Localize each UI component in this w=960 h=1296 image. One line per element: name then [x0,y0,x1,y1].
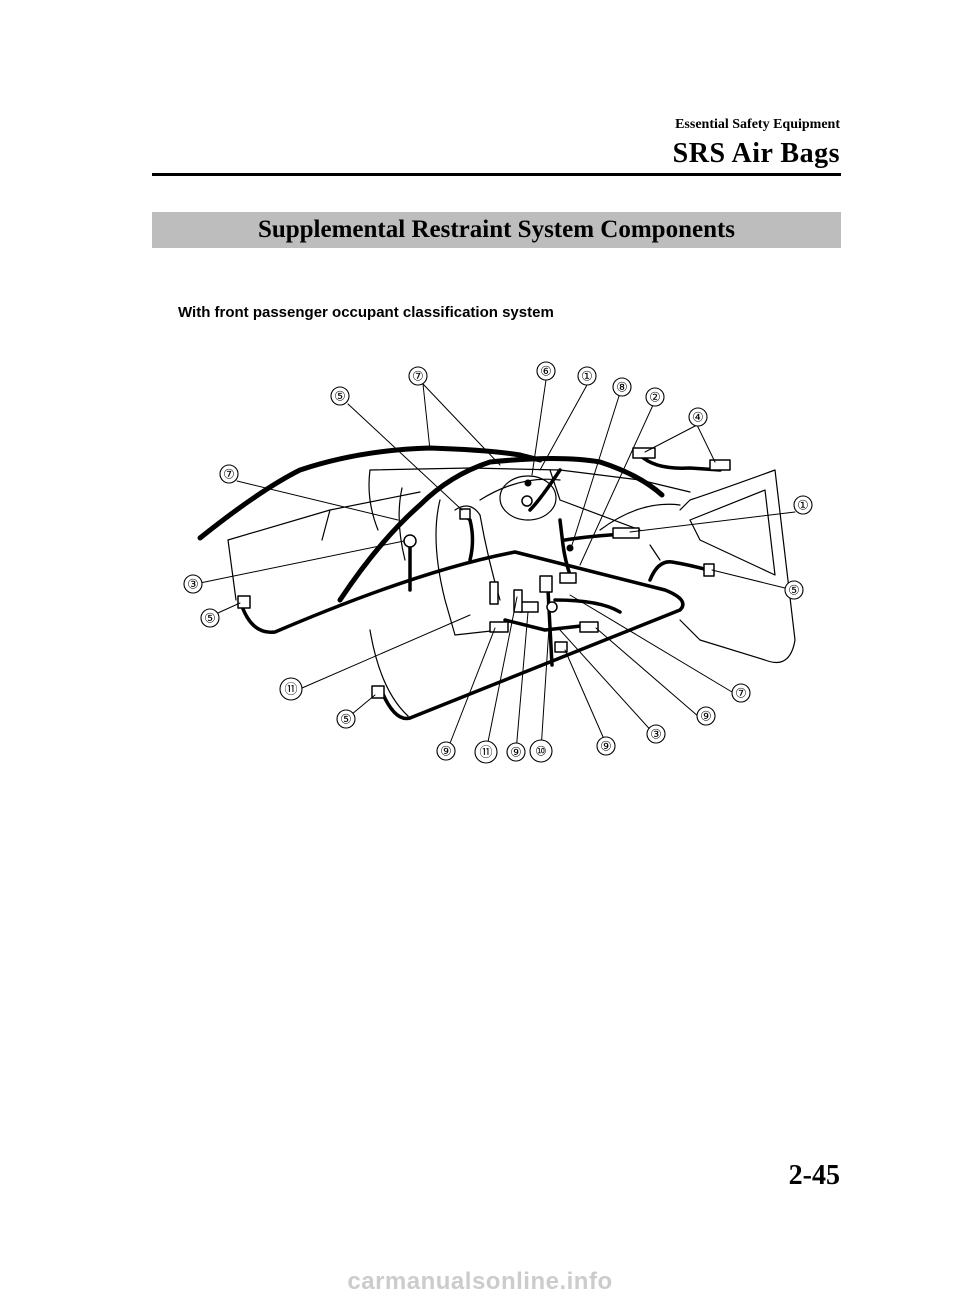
callout-label: ③ [187,577,199,592]
callout-10: ⑩ [529,739,553,763]
callout-label: ⑨ [600,739,612,754]
callout-3-left: ③ [183,574,203,594]
callout-label: ② [649,390,661,405]
footer-watermark: carmanualsonline.info [347,1268,613,1295]
callout-5-left: ⑤ [200,608,220,628]
chapter-title: SRS Air Bags [672,138,840,169]
header-rule [152,173,841,176]
page-number: 2-45 [788,1160,840,1191]
section-title: Essential Safety Equipment [675,117,840,132]
callout-label: ① [797,498,809,513]
callout-3-bottom: ③ [646,724,666,744]
callout-5-top: ⑤ [330,386,350,406]
section-heading-band: Supplemental Restraint System Components [152,212,841,248]
callout-label: ⑤ [334,389,346,404]
callout-7-left: ⑦ [219,464,239,484]
callout-1-top: ① [577,366,597,386]
callout-label: ① [581,369,593,384]
callout-label: ⑦ [735,686,747,701]
section-heading: Supplemental Restraint System Components [257,216,736,243]
callout-8: ⑧ [612,377,632,397]
callout-label: ⑨ [510,745,522,760]
callout-1-right: ① [793,495,813,515]
callout-label: ⑨ [440,744,452,759]
callout-9-bottom-2: ⑨ [506,742,526,762]
callout-label: ⑨ [700,709,712,724]
callout-2: ② [645,387,665,407]
callout-7-right: ⑦ [731,683,751,703]
callout-label: ⑪ [284,682,297,697]
callout-11-bottom: ⑪ [474,740,498,764]
callout-4: ④ [688,407,708,427]
callout-5-bottom: ⑤ [336,709,356,729]
callout-6: ⑥ [536,361,556,381]
srs-components-diagram: ⑦ ⑥ ① ⑤ ⑧ ② ④ ⑦ ① ③ ⑤ ⑤ ⑪ ⑦ ⑤ ⑨ ③ ⑨ ⑪ ⑨ … [183,361,813,764]
figure-caption: With front passenger occupant classifica… [178,304,554,321]
callout-7-top: ⑦ [408,366,428,386]
callout-9-bottom-3: ⑨ [436,741,456,761]
callout-label: ⑧ [616,380,628,395]
callout-9-bottom-1: ⑨ [596,736,616,756]
callout-9-right: ⑨ [696,706,716,726]
callout-5-right: ⑤ [784,580,804,600]
callout-11-left: ⑪ [279,677,303,701]
callout-label: ⑪ [479,745,492,760]
callout-label: ⑤ [788,583,800,598]
callout-label: ⑥ [540,364,552,379]
callout-label: ③ [650,727,662,742]
callout-label: ⑤ [340,712,352,727]
callout-label: ⑦ [412,369,424,384]
callout-badges: ⑦ ⑥ ① ⑤ ⑧ ② ④ ⑦ ① ③ ⑤ ⑤ ⑪ ⑦ ⑤ ⑨ ③ ⑨ ⑪ ⑨ … [183,361,813,764]
callout-label: ⑩ [535,744,547,759]
callout-label: ⑦ [223,467,235,482]
callout-label: ⑤ [204,611,216,626]
callout-label: ④ [692,410,704,425]
